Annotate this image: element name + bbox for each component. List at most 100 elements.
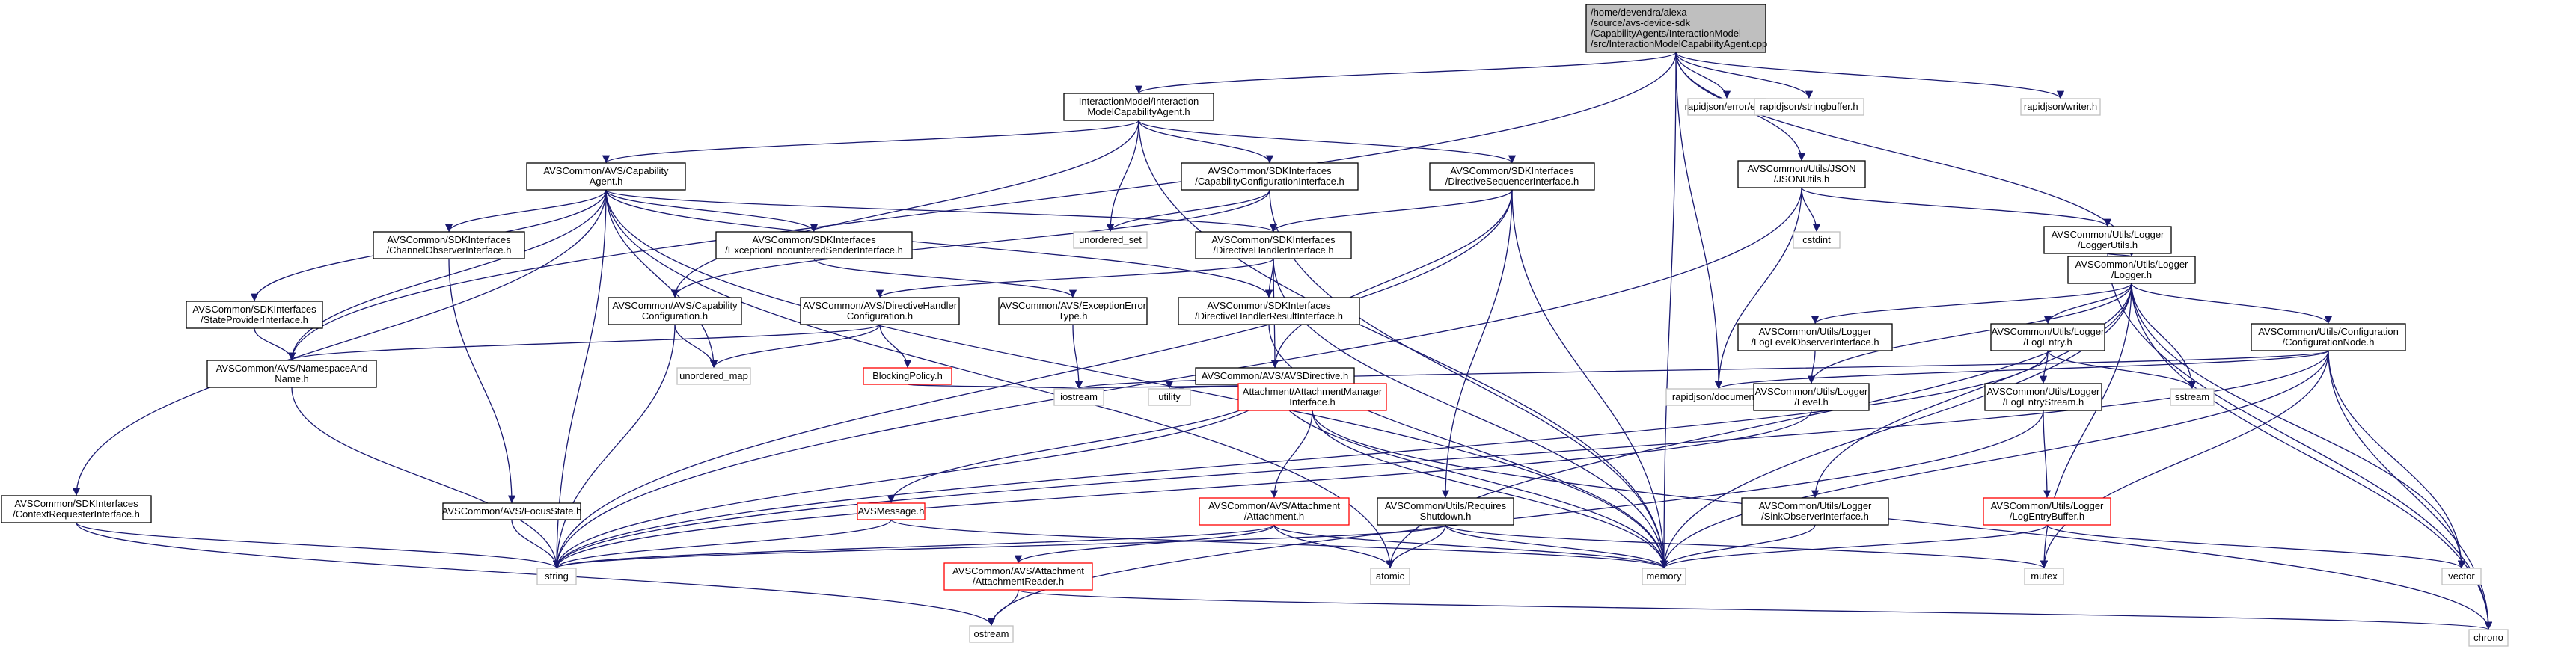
node-box [2170,388,2215,406]
node-dirhandler-if[interactable]: AVSCommon/SDKInterfaces/DirectiveHandler… [1195,231,1352,259]
node-excenc-if[interactable]: AVSCommon/SDKInterfaces/ExceptionEncount… [715,231,913,259]
node-vector[interactable]: vector [2441,568,2482,585]
node-confignode-h[interactable]: AVSCommon/Utils/Configuration/Configurat… [2251,323,2406,351]
node-cstdint[interactable]: cstdint [1793,231,1841,249]
node-capagent-h[interactable]: AVSCommon/AVS/CapabilityAgent.h [526,162,686,191]
edge-logger-h-to-confignode-h [2131,283,2333,325]
node-label: Shutdown.h [1420,511,1472,522]
node-box [1377,497,1514,526]
node-loglevelobs-if[interactable]: AVSCommon/Utils/Logger/LogLevelObserverI… [1737,323,1893,351]
edge-confignode-h-to-vector [2328,350,2466,569]
edge-dirseq-if-to-avsdirective-h [1270,189,1513,369]
node-atomic[interactable]: atomic [1370,568,1410,585]
edge-attachment-h-to-memory [1273,524,1668,569]
node-err-h[interactable]: rapidjson/error/en.h [1685,98,1769,116]
node-chrono[interactable]: chrono [2468,629,2509,647]
node-logentry-h[interactable]: AVSCommon/Utils/Logger/LogEntry.h [1990,323,2105,351]
edge-root-to-err-h [1675,52,1731,99]
node-loggerutils-h[interactable]: AVSCommon/Utils/Logger/LoggerUtils.h [2043,226,2172,254]
node-jsonutils-h[interactable]: AVSCommon/Utils/JSON/JSONUtils.h [1737,160,1866,188]
edge-reqshutdown-h-to-mutex [1445,524,2048,569]
node-label: AVSCommon/SDKInterfaces [14,498,138,509]
node-writer-h[interactable]: rapidjson/writer.h [2020,98,2101,116]
node-ostream[interactable]: ostream [969,625,1014,643]
edge-root-to-writer-h [1675,52,2065,99]
node-avsdirective-h[interactable]: AVSCommon/AVS/AVSDirective.h [1195,367,1355,385]
node-box [186,301,323,329]
node-label: AVSCommon/Utils/Logger [1992,326,2105,337]
node-box [857,502,926,520]
node-iostream[interactable]: iostream [1053,388,1104,406]
node-logger-h[interactable]: AVSCommon/Utils/Logger/Logger.h [2067,256,2196,284]
node-attreader-h[interactable]: AVSCommon/AVS/Attachment/AttachmentReade… [943,562,1093,591]
node-unordered-map[interactable]: unordered_map [676,367,751,385]
edge-root-to-memory [1659,52,1677,569]
edge-capagent-h-to-dhresult-if [605,189,1273,298]
node-label: AVSMessage.h [858,505,925,517]
node-label: /ConfigurationNode.h [2283,336,2375,348]
node-sstream[interactable]: sstream [2170,388,2215,406]
node-imca-h[interactable]: InteractionModel/InteractionModelCapabil… [1063,93,1214,121]
edge-ctxreq-if-to-string [76,522,560,569]
edge-logger-h-to-logentry-h [2043,283,2132,325]
node-label: unordered_map [679,370,748,381]
node-rjdoc[interactable]: rapidjson/document.h [1665,388,1772,406]
edge-attmgr-h-to-chrono [1312,410,2493,630]
edge-jsonutils-h-to-string [552,187,1802,569]
edge-capconfig-if-to-unordered-set [1106,189,1270,233]
edge-blocking-h-to-iostream [907,381,1083,390]
edge-loggerutils-h-to-chrono [2107,253,2493,630]
node-label: AVSCommon/Utils/JSON [1748,163,1856,174]
node-root[interactable]: /home/devendra/alexa/source/avs-device-s… [1585,4,1767,53]
node-label: /src/InteractionModelCapabilityAgent.cpp [1591,38,1767,49]
node-label: /Level.h [1794,396,1829,408]
node-label: AVSCommon/SDKInterfaces [387,234,511,245]
node-focusstate-h[interactable]: AVSCommon/AVS/FocusState.h [442,502,582,520]
node-dirseq-if[interactable]: AVSCommon/SDKInterfaces/DirectiveSequenc… [1429,162,1595,191]
node-label: rapidjson/writer.h [2024,101,2097,112]
node-label: /JSONUtils.h [1774,173,1829,185]
node-chanobs-if[interactable]: AVSCommon/SDKInterfaces/ChannelObserverI… [373,231,525,259]
node-sinkobs-if[interactable]: AVSCommon/Utils/Logger/SinkObserverInter… [1741,497,1889,526]
node-label: ostream [974,628,1009,639]
node-label: sstream [2175,391,2209,402]
node-level-h[interactable]: AVSCommon/Utils/Logger/Level.h [1753,383,1870,411]
node-string[interactable]: string [536,568,577,585]
edge-dirseq-if-to-memory [1511,189,1668,569]
edge-logger-h-to-loglevelobs-if [1811,283,2132,325]
node-ctxreq-if[interactable]: AVSCommon/SDKInterfaces/ContextRequester… [1,495,152,523]
node-blocking-h[interactable]: BlockingPolicy.h [863,367,952,385]
node-label: utility [1158,391,1181,402]
node-unordered-set[interactable]: unordered_set [1073,231,1148,249]
node-mutex[interactable]: mutex [2024,568,2064,585]
node-capconfig-h[interactable]: AVSCommon/AVS/CapabilityConfiguration.h [608,297,742,325]
node-label: AVSCommon/SDKInterfaces [752,234,876,245]
node-logentrybuf-h[interactable]: AVSCommon/Utils/Logger/LogEntryBuffer.h [1983,497,2111,526]
node-stateprov-if[interactable]: AVSCommon/SDKInterfaces/StateProviderInt… [186,301,323,329]
edge-sinkobs-if-to-memory [1659,524,1816,569]
node-label: AVSCommon/SDKInterfaces [1207,300,1331,311]
node-label: AVSCommon/AVS/DirectiveHandler [803,300,958,311]
node-dhconfig-h[interactable]: AVSCommon/AVS/DirectiveHandlerConfigurat… [800,297,960,325]
edge-attreader-h-to-chrono [1018,589,2492,630]
edge-dhconfig-h-to-nsname-h [288,324,881,361]
node-memory[interactable]: memory [1642,568,1686,585]
node-label: /LogEntry.h [2023,336,2072,348]
node-dhresult-if[interactable]: AVSCommon/SDKInterfaces/DirectiveHandler… [1178,297,1360,325]
node-logentrystream-h[interactable]: AVSCommon/Utils/Logger/LogEntryStream.h [1984,383,2102,411]
node-box [1983,497,2111,526]
node-box [608,297,742,325]
node-box [2251,323,2406,351]
node-utility[interactable]: utility [1148,388,1191,406]
edge-attachment-h-to-attreader-h [1014,524,1275,564]
node-strbuf-h[interactable]: rapidjson/stringbuffer.h [1754,98,1864,116]
node-label: AVSCommon/AVS/FocusState.h [442,505,582,517]
node-avsmessage-h[interactable]: AVSMessage.h [857,502,926,520]
edge-dirseq-if-to-string [552,189,1513,569]
node-attachment-h[interactable]: AVSCommon/AVS/Attachment/Attachment.h [1199,497,1350,526]
node-capconfig-if[interactable]: AVSCommon/SDKInterfaces/CapabilityConfig… [1181,162,1359,191]
